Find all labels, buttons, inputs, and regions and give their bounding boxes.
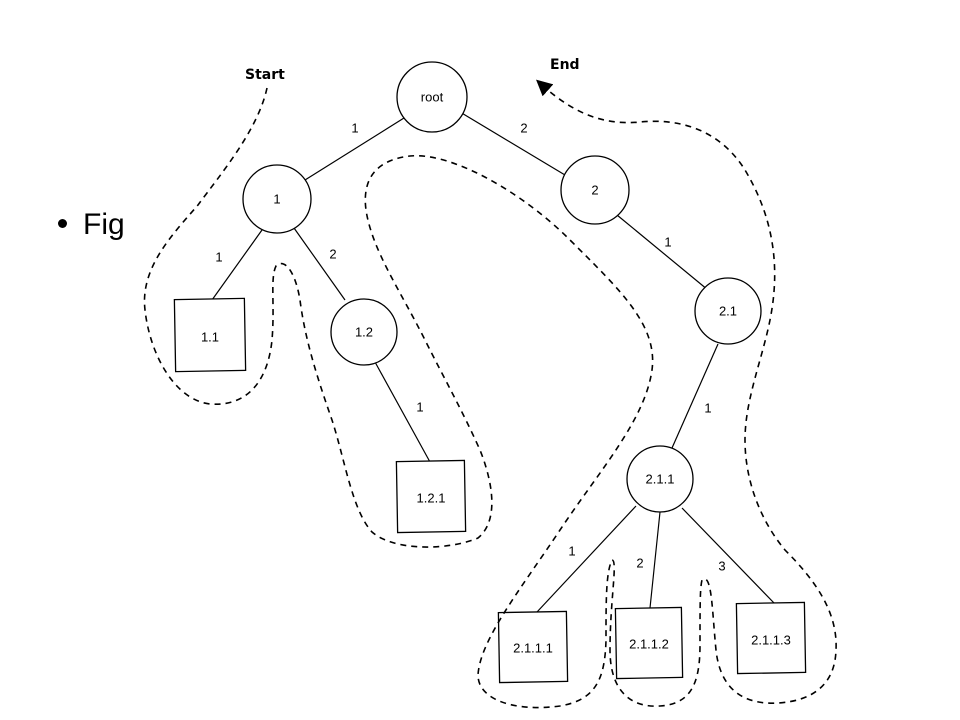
node-1.1-label: 1.1: [201, 330, 219, 345]
node-2.1.1.1: 2.1.1.1: [497, 610, 569, 684]
edge-label-2.1-2.1.1: 1: [704, 401, 711, 416]
edge-1-1.1: [211, 229, 263, 301]
node-1.2: 1.2: [330, 298, 398, 366]
edge-2.1-2.1.1: [671, 343, 719, 449]
edge-label-2.1.1-2.1.1.2: 2: [636, 556, 643, 571]
node-2.1.1.2: 2.1.1.2: [614, 606, 684, 680]
node-2.1: 2.1: [694, 277, 762, 345]
edge-1.2-1.2.1: [374, 361, 431, 463]
edge-label-2.1.1-2.1.1.1: 1: [568, 544, 575, 559]
node-root: root: [396, 61, 468, 133]
node-1.2.1: 1.2.1: [395, 459, 467, 534]
node-2.1.1-label: 2.1.1: [646, 472, 675, 487]
node-2: 2: [560, 155, 630, 225]
node-1-label: 1: [273, 192, 280, 207]
node-2-label: 2: [591, 183, 598, 198]
node-2.1.1.3: 2.1.1.3: [735, 601, 807, 675]
bullet-item: Fig: [58, 208, 125, 242]
edge-2.1.1-2.1.1.2: [649, 511, 661, 609]
edge-label-2.1.1-2.1.1.3: 3: [718, 559, 725, 574]
node-2.1.1.3-label: 2.1.1.3: [751, 633, 791, 648]
node-2.1.1: 2.1.1: [626, 445, 694, 513]
edge-2.1.1-2.1.1.1: [536, 505, 637, 613]
node-root-label: root: [421, 90, 444, 105]
end-label: End: [550, 57, 580, 73]
traversal-path: [143, 79, 837, 709]
bullet-text: Fig: [83, 208, 125, 241]
bullet-dot-icon: [58, 218, 67, 228]
edge-2-2.1: [616, 214, 709, 291]
node-2.1.1.2-label: 2.1.1.2: [629, 637, 669, 652]
edge-label-2-2.1: 1: [664, 235, 671, 250]
edge-label-root-2: 2: [520, 121, 527, 136]
edge-2.1.1-2.1.1.3: [681, 507, 776, 605]
node-1.2-label: 1.2: [355, 325, 373, 340]
node-1: 1: [242, 164, 312, 234]
edge-root-2: [459, 111, 566, 176]
edge-label-1-1.1: 1: [215, 250, 222, 265]
node-2.1-label: 2.1: [719, 304, 737, 319]
edge-root-1: [304, 117, 405, 181]
edge-label-1-1.2: 2: [329, 247, 336, 262]
node-1.2.1-label: 1.2.1: [417, 491, 446, 506]
node-2.1.1.1-label: 2.1.1.1: [513, 641, 553, 656]
edge-label-1.2-1.2.1: 1: [416, 400, 423, 415]
edge-label-root-1: 1: [351, 121, 358, 136]
edge-1-1.2: [293, 227, 346, 301]
node-1.1: 1.1: [173, 297, 247, 373]
start-label: Start: [245, 67, 285, 83]
